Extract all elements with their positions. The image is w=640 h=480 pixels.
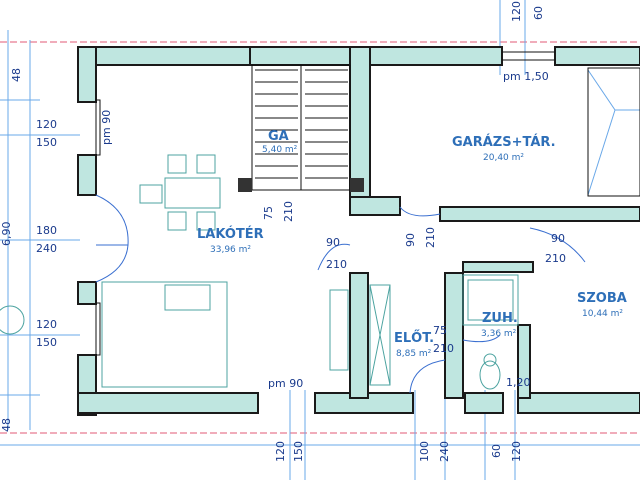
dim-left-48b: 48: [0, 418, 13, 432]
sofa: [101, 281, 228, 388]
dim-left-48a: 48: [10, 68, 23, 82]
room-label-eloter: ELŐT.: [394, 330, 434, 346]
dim-bottom-100: 100: [418, 441, 431, 462]
door-left-swing: [95, 244, 129, 283]
garage-hatch: [587, 69, 640, 196]
wall-left-1: [77, 46, 97, 103]
dim-75-a: 75: [262, 206, 275, 220]
shower: [462, 274, 519, 326]
room-area-zuh: 3,36 m²: [481, 329, 517, 339]
dim-bottom-120: 120: [274, 441, 287, 462]
dim-top-120: 120: [510, 1, 523, 22]
chair: [167, 211, 187, 231]
wall-zuh-top: [462, 261, 534, 273]
terrace-table: [0, 305, 25, 335]
wall-bottom-right: [517, 392, 640, 414]
dim-210-c: 210: [424, 227, 437, 248]
chair: [139, 184, 163, 204]
dim-left-240: 240: [36, 242, 57, 255]
chair: [196, 211, 216, 231]
dim-210-a: 210: [282, 201, 295, 222]
window-left-2: [95, 302, 101, 356]
wall-top-garage: [369, 46, 503, 66]
wall-bottom-left: [77, 392, 259, 414]
wall-mid-horizontal-2: [439, 206, 640, 222]
wall-zuh-right: [517, 324, 531, 399]
sink: [483, 353, 497, 367]
wall-top-left: [77, 46, 251, 66]
room-label-lakoter: LAKÓTÉR: [197, 226, 264, 242]
room-label-szoba: SZOBA: [577, 291, 627, 306]
dim-left-180: 180: [36, 224, 57, 237]
wall-corridor-right: [444, 272, 464, 399]
dim-top-60: 60: [532, 6, 545, 20]
stair-steps-right: [305, 69, 348, 179]
dim-120-c: 1,20: [506, 376, 531, 389]
dim-left-690: 6,90: [0, 222, 13, 247]
room-area-lakoter: 33,96 m²: [210, 245, 251, 255]
dim-left-150a: 150: [36, 136, 57, 149]
dim-90-a: 90: [326, 236, 340, 249]
wardrobe: [369, 284, 391, 386]
wall-mid-horizontal-1: [349, 196, 401, 216]
dim-90-c: 90: [551, 232, 565, 245]
room-label-garazs: GARÁZS+TÁR.: [452, 134, 556, 150]
dim-bottom-240: 240: [438, 441, 451, 462]
chair: [167, 154, 187, 174]
dining-table: [164, 177, 221, 209]
door-entrance: [409, 359, 446, 394]
wall-left-3: [77, 281, 97, 305]
room-area-ga: 5,40 m²: [262, 145, 298, 155]
column-right: [350, 178, 364, 192]
room-area-eloter: 8,85 m²: [396, 349, 432, 359]
window-left-1: [95, 99, 101, 156]
dim-bottom-60: 60: [490, 444, 503, 458]
dim-bottom-150: 150: [292, 441, 305, 462]
door-garage: [399, 206, 441, 217]
door-zuh: [462, 334, 501, 343]
chair: [196, 154, 216, 174]
tv-unit: [329, 289, 349, 371]
room-area-szoba: 10,44 m²: [582, 309, 623, 319]
wall-top-right: [554, 46, 640, 66]
wall-bottom-zuh: [464, 392, 504, 414]
room-area-garazs: 20,40 m²: [483, 153, 524, 163]
dim-pm90-a: pm 90: [100, 110, 113, 145]
wall-left-2: [77, 154, 97, 196]
dim-left-150b: 150: [36, 336, 57, 349]
dim-bottom-120b: 120: [510, 441, 523, 462]
dim-210-e: 210: [433, 342, 454, 355]
dim-pm90-b: pm 90: [268, 377, 303, 390]
room-label-zuh: ZUH.: [482, 311, 518, 326]
wall-corridor-left: [349, 272, 369, 399]
room-label-ga: GA: [268, 129, 289, 144]
door-left-swing: [95, 194, 129, 246]
dim-left-120a: 120: [36, 118, 57, 131]
dim-210-b: 210: [326, 258, 347, 271]
coffee-table: [164, 284, 211, 311]
wardrobe-cross: [369, 284, 391, 386]
door-szoba: [529, 227, 586, 263]
toilet: [479, 360, 501, 390]
shower-inner: [467, 279, 514, 321]
dim-pm150: pm 1,50: [503, 70, 549, 83]
garage-door-area: [587, 67, 640, 197]
dim-90-b: 90: [404, 233, 417, 247]
dim-left-120b: 120: [36, 318, 57, 331]
dim-210-d: 210: [545, 252, 566, 265]
column-left: [238, 178, 252, 192]
wall-stair-right: [349, 46, 371, 198]
door-corridor: [317, 243, 351, 271]
stair-steps-left: [255, 69, 298, 179]
dim-75-b: 75: [433, 324, 447, 337]
